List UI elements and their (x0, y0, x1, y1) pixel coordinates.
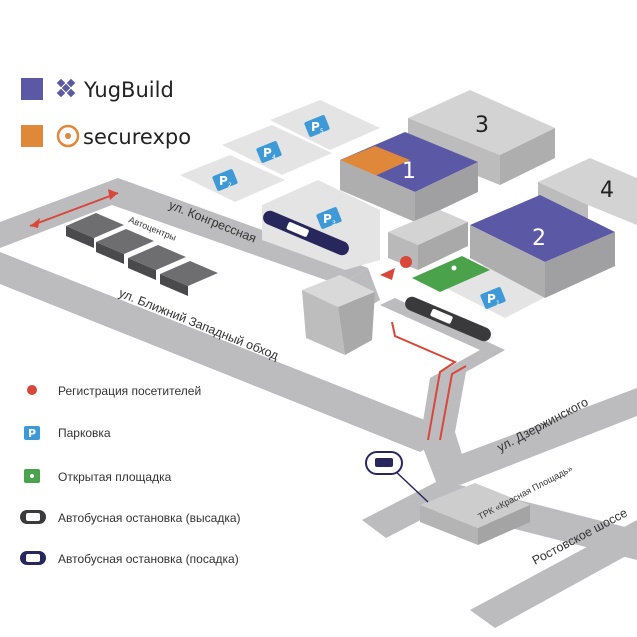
svg-text:P: P (311, 120, 320, 134)
hall-3-number: 3 (475, 113, 489, 138)
bus-stop-dropoff (405, 296, 491, 342)
road-bottom (470, 520, 637, 628)
route-arrow-west-head (30, 218, 40, 228)
map-legend: Регистрация посетителей P Парковка Откры… (20, 384, 241, 566)
legend-parking-label: Парковка (58, 426, 111, 440)
parking-sign-p4: P 4 (256, 141, 282, 163)
legend-registration-label: Регистрация посетителей (58, 384, 201, 398)
svg-text:P: P (323, 212, 332, 226)
svg-text:5: 5 (320, 128, 324, 135)
road-kongressnaya (0, 178, 368, 285)
registration-dot (400, 256, 412, 268)
route-arrow-east-head (108, 189, 118, 200)
yugbuild-logo-icon (56, 78, 76, 98)
parking-sign-p1: P 1 (480, 287, 506, 309)
securexpo-label: securexpo (83, 125, 191, 149)
svg-text:1: 1 (496, 300, 500, 307)
route-back (439, 365, 467, 441)
registration-arrow (380, 268, 395, 280)
hall-2-number: 2 (532, 226, 546, 251)
route-arrows (29, 189, 467, 441)
yugbuild-label: YugBuild (83, 78, 174, 102)
open-area (412, 256, 490, 292)
parking-sign-p3: P 3 (316, 207, 342, 229)
svg-text:P: P (219, 174, 228, 188)
hall-1-number: 1 (402, 159, 416, 184)
svg-text:3: 3 (332, 220, 336, 227)
securexpo-swatch (21, 125, 43, 147)
road-access (380, 298, 505, 440)
route-to-entrance (391, 321, 458, 441)
legend-bus-dropoff-label: Автобусная остановка (высадка) (58, 511, 241, 525)
hall-2: 2 (470, 195, 615, 298)
svg-text:4: 4 (272, 154, 276, 161)
entrance-building (302, 256, 412, 355)
road-dzerzhinskogo (440, 388, 637, 485)
hall-4-number: 4 (600, 178, 614, 203)
legend-bus-boarding-label: Автобусная остановка (посадка) (58, 552, 239, 566)
svg-text:P: P (28, 427, 36, 440)
parking-sign-p2: P 2 (212, 169, 238, 191)
road-blizhny (0, 252, 455, 452)
legend-open-area-label: Открытая площадка (58, 470, 172, 484)
route-arrow-west (29, 192, 119, 227)
brand-legend: YugBuild securexpo (21, 78, 191, 149)
bus-pin (365, 451, 429, 503)
svg-text:P: P (487, 292, 496, 306)
svg-text:2: 2 (228, 182, 232, 189)
securexpo-logo-icon (56, 124, 80, 148)
legend-parking-icon (24, 426, 40, 440)
road-connector (420, 432, 470, 492)
bus-stop-boarding (263, 210, 349, 256)
yugbuild-swatch (21, 78, 43, 100)
svg-text:P: P (263, 146, 272, 160)
legend-registration-icon (27, 385, 37, 395)
hall-1: 1 (340, 132, 478, 222)
parking-sign-p5: P 5 (304, 115, 330, 137)
